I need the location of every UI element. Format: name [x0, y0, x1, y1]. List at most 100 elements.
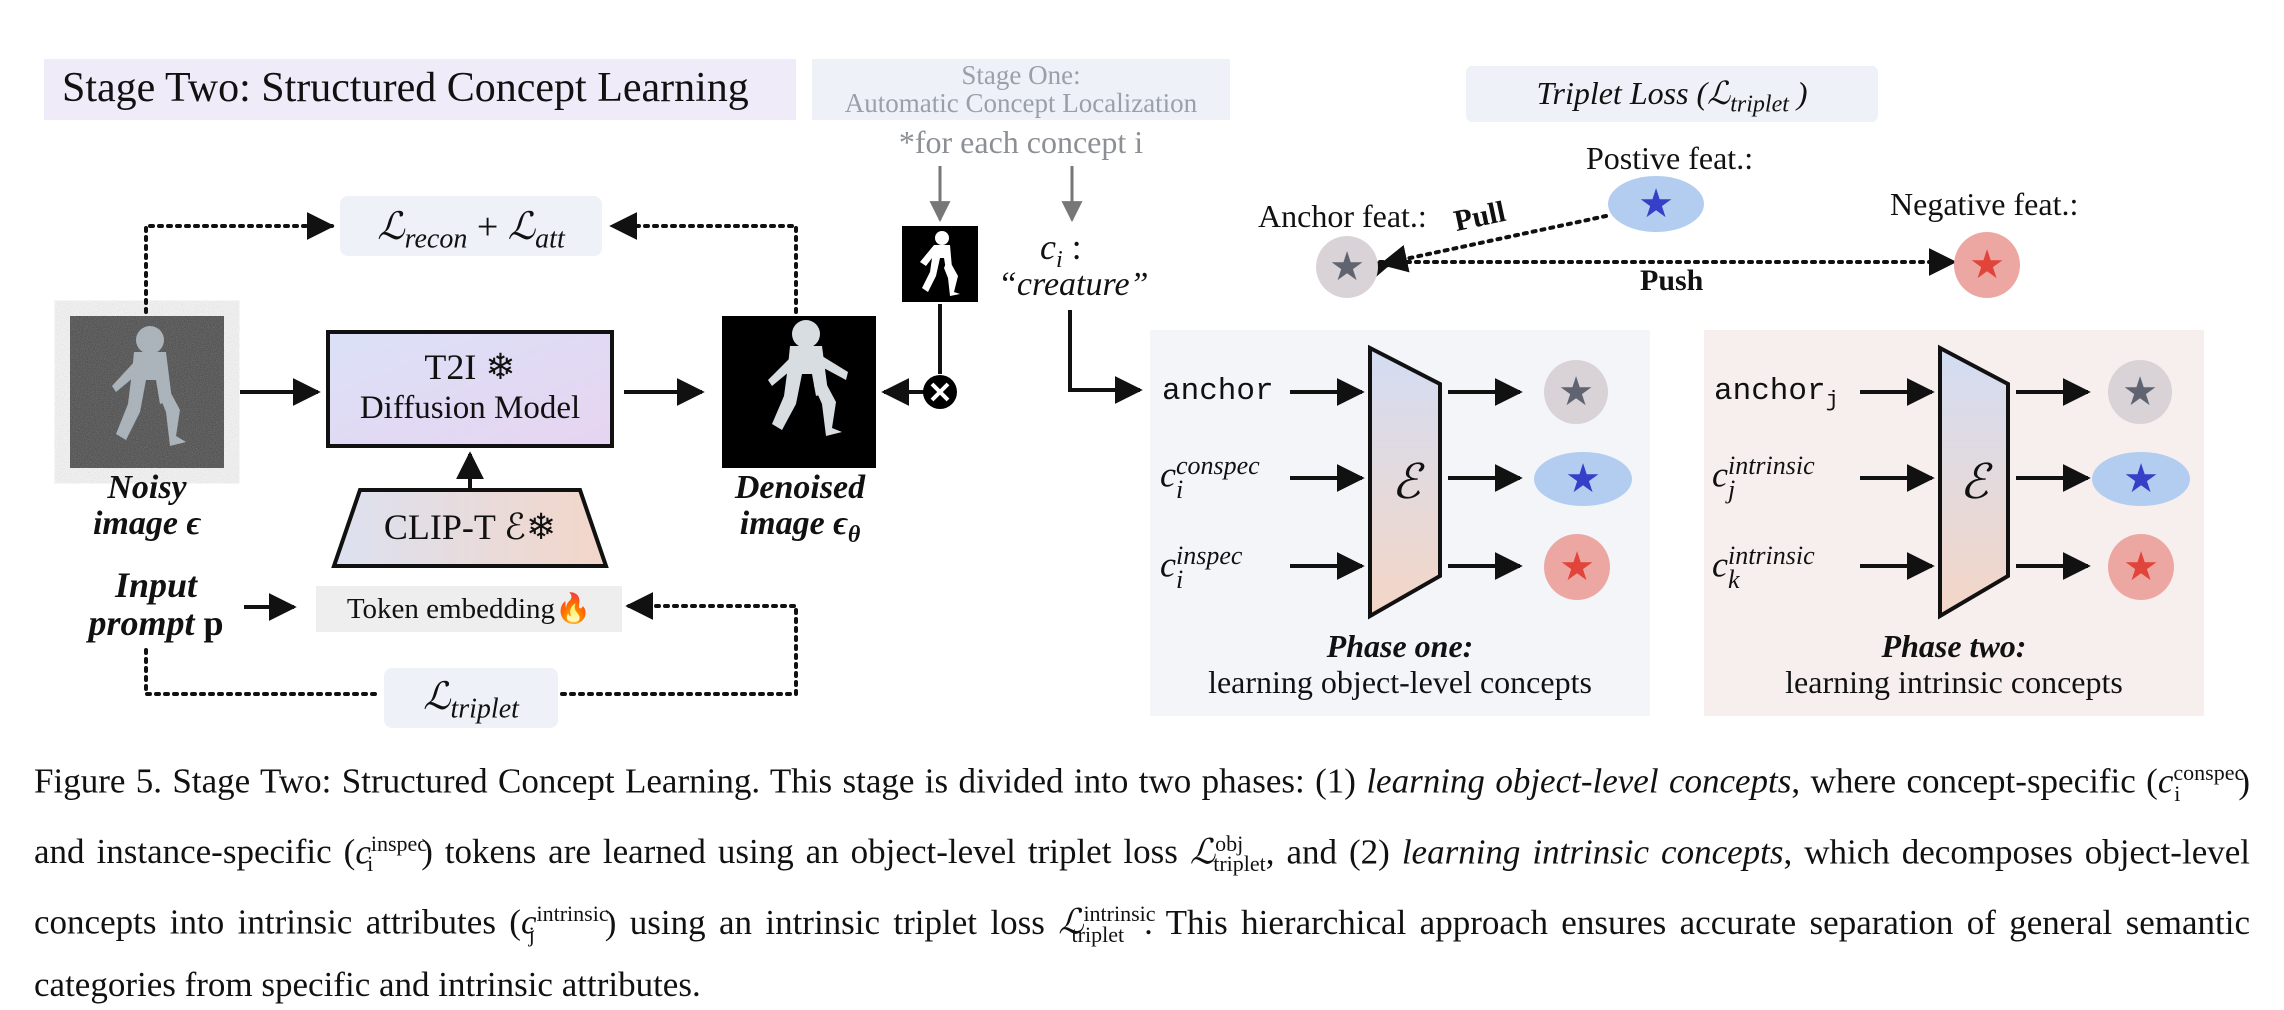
p1-c2: c — [1160, 544, 1176, 585]
triplet-header-suffix: ) — [1788, 75, 1808, 111]
input-bold-p: p — [203, 603, 224, 643]
triplet-loss-label: ℒtriplet — [384, 674, 558, 726]
noisy-line2: image ϵ — [92, 505, 202, 542]
triplet-header-box — [1466, 66, 1878, 122]
noisy-image — [70, 316, 224, 468]
stage-one-note: *for each concept i — [898, 124, 1144, 160]
figure-caption: Figure 5. Stage Two: Structured Concept … — [34, 748, 2250, 1010]
t2i-label: T2I ❄ — [424, 347, 516, 387]
star-icon: ★ — [2123, 456, 2159, 501]
star-icon: ★ — [2123, 544, 2159, 589]
triplet-header-script: ℒ — [1707, 75, 1731, 111]
att-sub: att — [535, 223, 565, 255]
p1-out-anchor: ★ — [1544, 360, 1608, 424]
anchor-feat-circle: ★ — [1316, 236, 1378, 298]
recon-sub: recon — [404, 223, 468, 255]
negative-feat-label: Negative feat.: — [1890, 186, 2079, 222]
positive-feat-ellipse: ★ — [1608, 176, 1704, 232]
cap-sup-intrinsic1: intrinsic — [536, 901, 609, 927]
denoised-label: Denoised image ϵθ — [700, 470, 900, 553]
p2-title: Phase two: — [1881, 628, 2027, 664]
cap-c1: c — [2157, 761, 2174, 801]
denoised-image — [722, 316, 876, 468]
cap-c2: c — [355, 832, 371, 872]
denoised-line2-wrap: image ϵθ — [700, 506, 900, 553]
star-icon: ★ — [1558, 369, 1594, 414]
p1-out-positive: ★ — [1534, 452, 1632, 506]
stage-two-title: Stage Two: Structured Concept Learning — [62, 65, 749, 111]
p2-anchor: anchorj — [1714, 374, 1839, 413]
p1-anchor: anchor — [1162, 374, 1274, 409]
p1-subtitle: learning object-level concepts — [1208, 664, 1592, 700]
stage-one-line2: Automatic Concept Localization — [844, 88, 1198, 118]
recon-att-loss: ℒrecon + ℒatt — [340, 204, 602, 256]
cap-i2: learning intrinsic concepts — [1401, 832, 1784, 872]
input-prompt-label: Input prompt p — [56, 566, 256, 642]
p1-title: Phase one: — [1326, 628, 1474, 664]
p1-c1-sub: i — [1175, 475, 1184, 504]
triplet-header-prefix: Triplet Loss ( — [1536, 75, 1708, 111]
star-icon: ★ — [1969, 242, 2005, 287]
phase-one-encoder — [1368, 344, 1442, 620]
cap-p3: ) and instance-specific ( — [34, 761, 2251, 872]
p2-out-negative: ★ — [2108, 534, 2174, 600]
cap-p7: ) using an intrinsic triplet loss — [604, 902, 1059, 942]
denoised-sub: θ — [847, 521, 861, 548]
p1-out-negative: ★ — [1544, 534, 1610, 600]
star-icon: ★ — [1329, 244, 1365, 289]
stage-one-arrows — [929, 166, 1083, 223]
positive-feat-label: Postive feat.: — [1586, 140, 1754, 176]
stage-one-line1: Stage One: — [961, 60, 1081, 90]
p2-c1-sup: intrinsic — [1727, 451, 1815, 480]
p2-encoder-label: ℰ — [1959, 456, 1989, 509]
star-icon: ★ — [1559, 544, 1595, 589]
star-icon: ★ — [2122, 369, 2158, 414]
cap-sup-inspec: inspec — [370, 830, 428, 856]
denoised-line1: Denoised — [734, 469, 866, 506]
concept-c: c — [1040, 227, 1056, 267]
diagram — [44, 59, 2204, 728]
stage-one-box — [812, 59, 1230, 120]
p2-anchor-text: anchor — [1714, 374, 1826, 409]
phase-two-encoder — [1938, 344, 2010, 620]
cap-sub-i2: i — [367, 851, 374, 877]
p2-out-positive: ★ — [2092, 452, 2190, 506]
p2-c2-sup: intrinsic — [1727, 541, 1815, 570]
cap-sub-triplet2: triplet — [1071, 921, 1125, 947]
noisy-label: Noisy image ϵ — [54, 470, 240, 542]
cap-p2: , where concept-specific ( — [1791, 761, 2158, 801]
p1-encoder-label: ℰ — [1391, 456, 1421, 509]
negative-feat-circle: ★ — [1954, 232, 2020, 298]
plus: + — [476, 206, 499, 248]
cap-p4: ) tokens are learned using an object-lev… — [421, 832, 1190, 872]
p2-subtitle: learning intrinsic concepts — [1785, 664, 2123, 700]
input-line2-wrap: prompt p — [56, 604, 256, 642]
loss-dotted-arrows — [144, 212, 1957, 696]
cap-c3: c — [520, 902, 537, 942]
noisy-line1: Noisy — [107, 469, 187, 506]
input-line2: prompt — [88, 603, 204, 643]
concept-colon: : — [1062, 227, 1082, 267]
diffusion-label: Diffusion Model — [359, 390, 581, 426]
token-embedding-box — [316, 586, 622, 632]
cap-sup-conspec: conspec — [2173, 760, 2245, 785]
p1-c1: c — [1160, 454, 1176, 495]
input-line1: Input — [114, 565, 198, 605]
concept-ci: ci : — [1040, 226, 1082, 274]
p1-c2-sub: i — [1175, 565, 1184, 594]
cap-sub-triplet1: triplet — [1213, 851, 1266, 877]
cap-sup-intrinsic2: intrinsic — [1083, 901, 1156, 927]
p2-c1: c — [1712, 454, 1728, 495]
cap-p5: , and (2) — [1265, 832, 1402, 872]
att-l: ℒ — [507, 206, 536, 248]
t2i-diffusion-box — [326, 330, 614, 448]
concept-value: “creature” — [998, 266, 1149, 303]
star-icon: ★ — [1565, 456, 1601, 501]
triplet-header: Triplet Loss (ℒtriplet ) — [1466, 74, 1878, 118]
cap-l2: ℒ — [1058, 902, 1084, 942]
main-arrows — [240, 304, 2091, 621]
concept-sub: i — [1055, 247, 1063, 274]
